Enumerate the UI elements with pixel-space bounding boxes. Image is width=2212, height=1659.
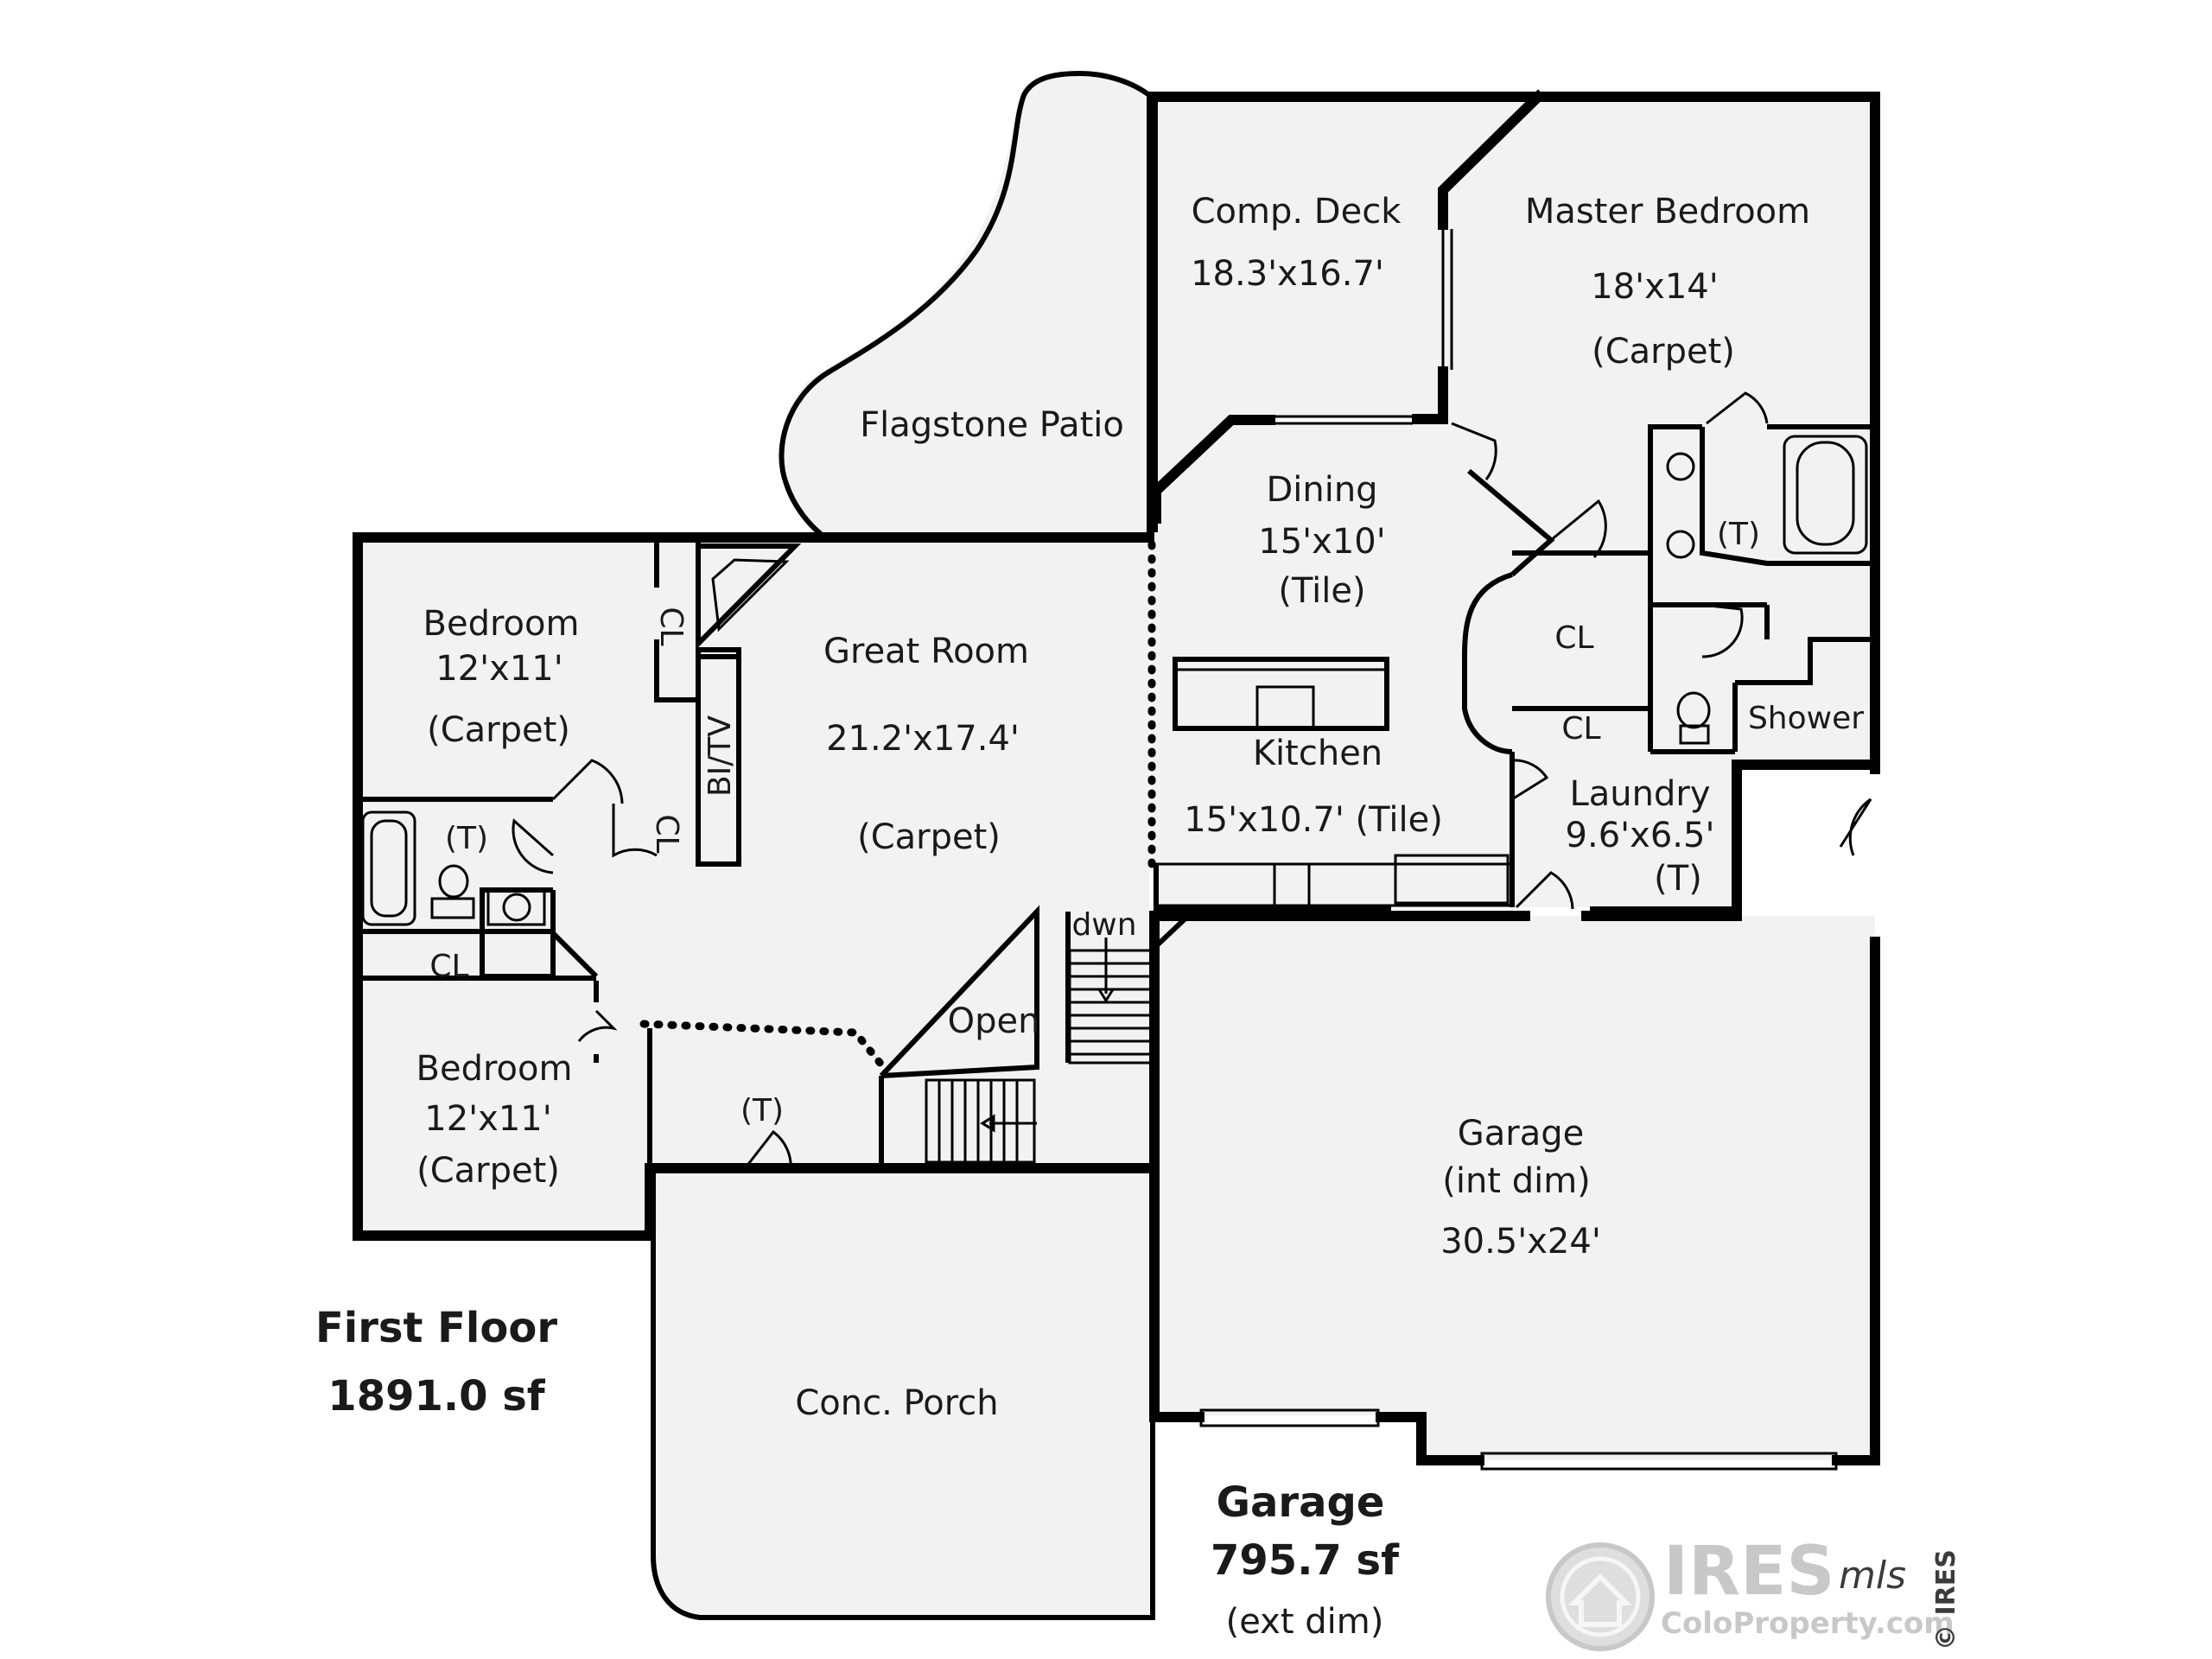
- door-laundry-garage: [1515, 871, 1574, 910]
- door-west-bath: [512, 818, 554, 874]
- door-bedroom-2: [577, 1009, 618, 1042]
- watermark-site: ColoProperty.com: [1661, 1606, 1955, 1641]
- great-room-dims: 21.2'x17.4': [826, 719, 1020, 759]
- garage-door-2: [1480, 1452, 1838, 1471]
- laundry-name: Laundry: [1569, 774, 1710, 814]
- closet-label-master: CL: [1554, 620, 1593, 656]
- master-sink-2: [1666, 530, 1695, 559]
- master-wing-area: [1443, 97, 1875, 907]
- door-garage-side: [1839, 798, 1872, 856]
- master-sink-1: [1666, 452, 1695, 481]
- kitchen-sink: [1255, 685, 1315, 730]
- comp-deck-dims: 18.3'x16.7': [1191, 254, 1384, 294]
- watermark-script: mls: [1839, 1554, 1906, 1598]
- watermark-vertical: © IRES: [1931, 1549, 1961, 1650]
- room-labels: Comp. Deck 18.3'x16.7' Master Bedroom 18…: [416, 192, 1865, 1423]
- bedroom-1-name: Bedroom: [423, 604, 580, 644]
- kitchen-name: Kitchen: [1253, 734, 1382, 773]
- bitv-label: BI/TV: [702, 715, 738, 797]
- dining-floor: (Tile): [1278, 571, 1365, 611]
- main-living-area: [358, 537, 1149, 1231]
- comp-deck-area: [1153, 97, 1529, 488]
- porch-entry-tile: (T): [741, 1093, 784, 1128]
- ires-watermark: IRES mls ColoProperty.com © IRES: [1546, 1533, 1961, 1651]
- bedroom-2-name: Bedroom: [416, 1049, 573, 1089]
- doors: [512, 229, 1872, 1471]
- closet-label-1: CL: [653, 607, 689, 645]
- floor-title: First Floor: [315, 1304, 557, 1352]
- stairs-dwn-label: dwn: [1071, 907, 1136, 943]
- laundry-floor: (T): [1654, 859, 1702, 899]
- open-boundaries: [639, 540, 1156, 1069]
- kitchen-dims: 15'x10.7' (Tile): [1184, 800, 1443, 840]
- floor-area: 1891.0 sf: [327, 1372, 546, 1421]
- dining-dims: 15'x10': [1258, 522, 1385, 562]
- garage-door-1: [1199, 1408, 1380, 1427]
- shower-name: Shower: [1748, 701, 1864, 736]
- bedroom-2-dims: 12'x11': [424, 1099, 551, 1139]
- garage-summary-title: Garage: [1217, 1478, 1385, 1527]
- west-toilet: [438, 864, 469, 899]
- closet-label-2: CL: [649, 814, 684, 853]
- home-icon: [1567, 1573, 1633, 1627]
- stairs: [925, 938, 1154, 1164]
- master-bath-tile: (T): [1717, 517, 1760, 552]
- stove: [1273, 862, 1311, 907]
- door-porch: [741, 1129, 792, 1172]
- door-master-closet: [1550, 499, 1607, 558]
- flagstone-patio-name: Flagstone Patio: [860, 405, 1124, 445]
- great-room-name: Great Room: [823, 632, 1029, 671]
- master-bedroom-floor: (Carpet): [1592, 332, 1735, 372]
- small-labels: CL CL CL CL CL BI/TV (T) (T) (T) dwn: [429, 517, 1760, 1128]
- closet-label-laundry: CL: [1561, 711, 1600, 747]
- door-laundry: [1511, 759, 1549, 801]
- door-master-entry: [1451, 422, 1497, 480]
- bedroom-2-floor: (Carpet): [416, 1151, 560, 1191]
- open-name: Open: [948, 1001, 1040, 1041]
- closet-label-3: CL: [429, 949, 468, 984]
- door-bedroom-1: [551, 759, 624, 804]
- garage-area: [1154, 916, 1875, 1460]
- great-room-floor: (Carpet): [857, 817, 1001, 857]
- west-bathtub: [370, 819, 408, 918]
- garage-summary-note: (ext dim): [1226, 1602, 1384, 1642]
- bedroom-1-floor: (Carpet): [427, 710, 570, 750]
- door-wc: [1701, 603, 1744, 658]
- dining-name: Dining: [1266, 470, 1377, 510]
- summary: First Floor 1891.0 sf Garage 795.7 sf (e…: [315, 1304, 1400, 1642]
- master-toilet: [1676, 691, 1711, 729]
- garage-note: (int dim): [1442, 1161, 1591, 1201]
- stairs-porch: [925, 1078, 1036, 1164]
- master-bathtub: [1796, 441, 1855, 546]
- bitv-cabinet: [696, 647, 741, 867]
- laundry-dims: 9.6'x6.5': [1566, 816, 1715, 855]
- bedroom-1-dims: 12'x11': [435, 649, 563, 689]
- room-fills: [358, 71, 1875, 1616]
- porch-name: Conc. Porch: [795, 1383, 998, 1423]
- dining-kitchen-area: [1153, 423, 1529, 907]
- counter-appliance: [1394, 854, 1510, 905]
- stairs-down: [1068, 949, 1154, 1065]
- master-bedroom-dims: 18'x14': [1591, 267, 1718, 307]
- garage-summary-area: 795.7 sf: [1211, 1536, 1400, 1585]
- flagstone-patio-area: [781, 71, 1149, 534]
- west-bath-tile: (T): [445, 821, 488, 856]
- watermark-brand: IRES: [1663, 1533, 1835, 1611]
- door-master-bath: [1706, 391, 1769, 425]
- door-closet-west: [612, 804, 658, 858]
- garage-name: Garage: [1458, 1114, 1584, 1154]
- west-sink: [502, 893, 531, 922]
- comp-deck-name: Comp. Deck: [1192, 192, 1402, 232]
- garage-dims: 30.5'x24': [1440, 1222, 1601, 1262]
- porch-area: [657, 1168, 1149, 1616]
- interior-walls: [358, 424, 1875, 1168]
- master-bedroom-name: Master Bedroom: [1525, 192, 1810, 232]
